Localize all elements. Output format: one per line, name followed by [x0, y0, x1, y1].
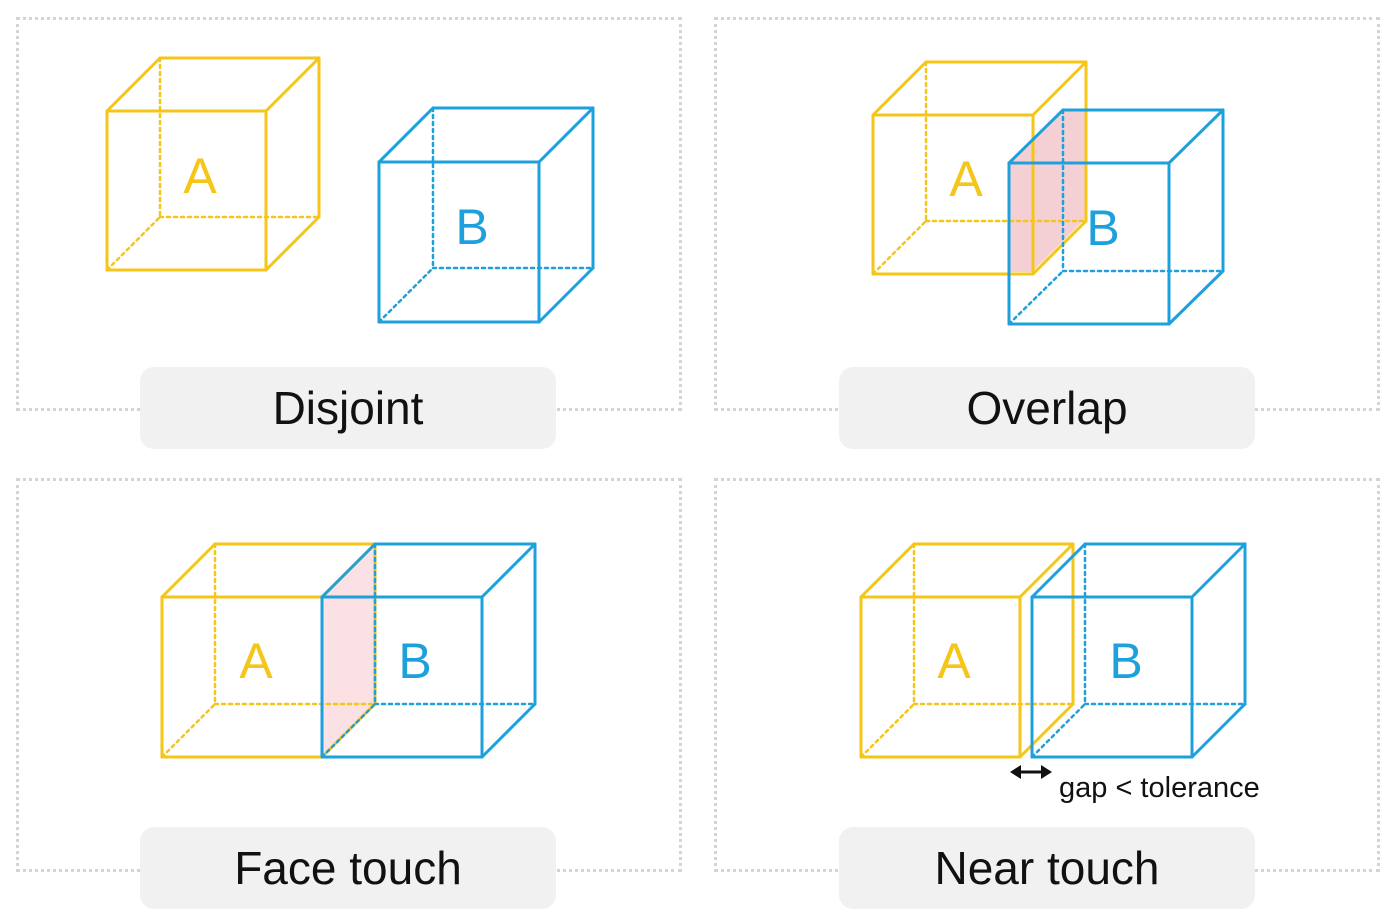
caption-near-touch: Near touch: [839, 827, 1255, 909]
cube-b-edge: [1030, 542, 1087, 599]
cube-b-edge: [320, 542, 377, 599]
cube-b-hidden-edge: [1007, 269, 1065, 326]
cube-a-edge: [871, 60, 928, 117]
cube-b-edge: [1167, 269, 1225, 326]
cube-a-edge: [1018, 542, 1075, 599]
contact-face: [322, 544, 376, 757]
cube-b-edge: [377, 106, 435, 164]
cube-b-edge: [537, 106, 595, 164]
cube-b-label: B: [1109, 633, 1142, 689]
cube-a-label: A: [239, 633, 273, 689]
cube-b-edge: [1190, 702, 1247, 759]
cube-a-hidden-edge: [859, 702, 916, 759]
cube-a-edge: [859, 542, 916, 599]
cube-a-edge: [1018, 702, 1075, 759]
cube-b-label: B: [1086, 200, 1119, 256]
cube-a-label: A: [949, 151, 983, 207]
cube-a-hidden-edge: [105, 215, 162, 272]
cube-b-edge: [537, 266, 595, 324]
cube-b-label: B: [455, 199, 488, 255]
caption-face-touch: Face touch: [140, 827, 556, 909]
cube-a-edge: [264, 215, 321, 272]
cube-b-hidden-edge: [377, 266, 435, 324]
cube-a-edge: [105, 56, 162, 113]
overlap-region: [1009, 111, 1086, 272]
cube-a-edge: [1031, 219, 1088, 276]
gap-arrow-icon: [1010, 765, 1052, 779]
cube-a-hidden-edge: [871, 219, 928, 276]
cube-a-edge: [1031, 60, 1088, 117]
cube-b-edge: [1167, 108, 1225, 165]
cube-a-edge: [264, 56, 321, 113]
cube-b-edge: [480, 702, 537, 759]
cube-b-edge: [1007, 108, 1065, 165]
gap-note: gap < tolerance: [1059, 772, 1260, 804]
caption-disjoint: Disjoint: [140, 367, 556, 449]
cube-b-hidden-edge: [320, 702, 377, 759]
cube-b-edge: [480, 542, 537, 599]
cube-b-label: B: [398, 633, 431, 689]
cube-b-hidden-edge: [1030, 702, 1087, 759]
cube-a-edge: [160, 542, 217, 599]
cube-a-label: A: [937, 633, 971, 689]
cube-a-label: A: [183, 148, 217, 204]
cube-a-hidden-edge: [160, 702, 217, 759]
caption-overlap: Overlap: [839, 367, 1255, 449]
cube-b-edge: [1190, 542, 1247, 599]
